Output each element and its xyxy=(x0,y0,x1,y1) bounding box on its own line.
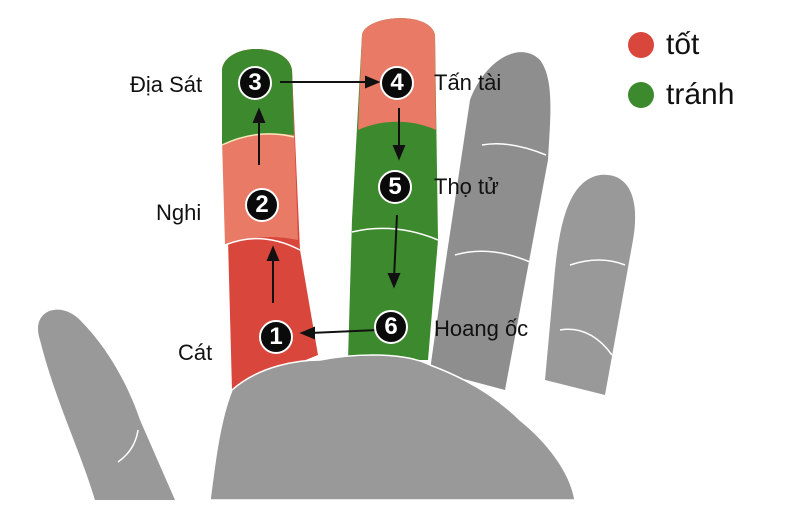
legend-avoid-label: tránh xyxy=(666,78,735,111)
position-badge-5: 5 xyxy=(378,170,412,204)
label-cat: Cát xyxy=(178,340,213,365)
pinky-finger xyxy=(545,174,636,395)
thumb xyxy=(38,309,175,500)
label-tan-tai: Tấn tài xyxy=(434,70,502,95)
ring-finger xyxy=(430,52,551,391)
label-tho-tu: Thọ tử xyxy=(434,174,499,199)
position-badge-1: 1 xyxy=(259,320,293,354)
sequence-arrows xyxy=(252,75,406,340)
legend-avoid: tránh xyxy=(628,78,734,112)
legend-good-label: tốt xyxy=(666,28,700,61)
red-dot-icon xyxy=(628,32,654,58)
label-dia-sat: Địa Sát xyxy=(130,72,203,97)
label-hoang-oc: Hoang ốc xyxy=(434,316,529,341)
position-badge-4: 4 xyxy=(380,66,414,100)
palm xyxy=(209,354,576,501)
legend-good: tốt xyxy=(628,28,699,62)
position-badge-2: 2 xyxy=(245,188,279,222)
position-badge-6: 6 xyxy=(374,310,408,344)
label-nghi: Nghi xyxy=(156,200,202,225)
green-dot-icon xyxy=(628,82,654,108)
position-badge-3: 3 xyxy=(238,66,272,100)
